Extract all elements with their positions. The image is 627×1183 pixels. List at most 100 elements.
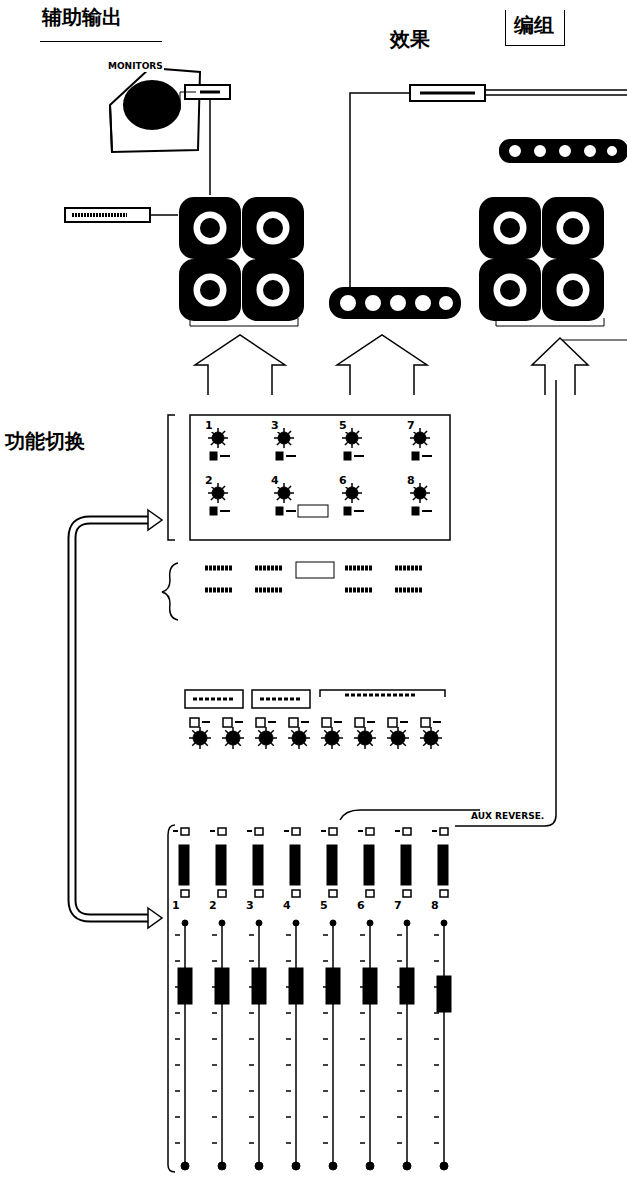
knob-tick (387, 737, 391, 739)
mark (395, 830, 400, 832)
knob-tick (419, 499, 421, 503)
button-symbol (421, 718, 430, 727)
meter-symbol (290, 845, 300, 885)
scale-tick (397, 1038, 402, 1040)
button-symbol (412, 452, 419, 460)
knob-tick (324, 743, 327, 746)
button-symbol (256, 718, 265, 727)
knob-symbol (259, 731, 273, 745)
channel-number: 7 (394, 900, 402, 912)
callout-number: 8 (407, 475, 415, 487)
knob-tick (288, 442, 291, 445)
scale-tick (323, 1038, 328, 1040)
scale-tick (286, 1064, 291, 1066)
scale-tick (434, 960, 439, 962)
scale-tick (360, 1012, 365, 1014)
knob-tick (410, 437, 414, 439)
mark (395, 588, 423, 593)
fader-track (221, 920, 223, 1165)
knob-tick (208, 437, 212, 439)
knob-tick (283, 444, 285, 448)
knob-tick (430, 745, 432, 749)
button-symbol (210, 452, 217, 460)
knob-tick (403, 730, 406, 733)
fader-end (181, 1162, 189, 1170)
knob-tick (277, 497, 280, 500)
knob-tick (436, 730, 439, 733)
channel-number: 4 (283, 900, 291, 912)
knob-symbol (414, 432, 426, 444)
knob-symbol (278, 432, 290, 444)
mark (358, 830, 363, 832)
mark (301, 721, 309, 723)
scale-tick (397, 1090, 402, 1092)
fader-end (367, 920, 373, 926)
scale-tick (249, 1090, 254, 1092)
channel-number: 8 (431, 900, 439, 912)
scale-tick (397, 1142, 402, 1144)
knob-symbol (346, 432, 358, 444)
knob-tick (345, 442, 348, 445)
knob-tick (351, 444, 353, 448)
scale-tick (397, 1064, 402, 1066)
scale-tick (175, 1064, 180, 1066)
scale-tick (212, 1038, 217, 1040)
knob-symbol (346, 487, 358, 499)
scale-tick (323, 1142, 328, 1144)
button-symbol (181, 828, 189, 835)
button-symbol (210, 507, 217, 515)
mark (395, 566, 423, 571)
fader-cap (400, 968, 414, 1004)
scale-tick (175, 960, 180, 962)
knob-tick (304, 743, 307, 746)
knob-tick (306, 737, 310, 739)
mark (286, 455, 296, 457)
scale-tick (434, 1038, 439, 1040)
scale-tick (175, 934, 180, 936)
knob-tick (288, 486, 291, 489)
scale-tick (323, 960, 328, 962)
scale-tick (175, 1090, 180, 1092)
knob-tick (222, 431, 225, 434)
knob-tick (283, 483, 285, 487)
group-heading-box: 编组 (505, 10, 565, 46)
knob-tick (258, 743, 261, 746)
scale-tick (212, 1064, 217, 1066)
heading-text: 辅助输出 (42, 4, 122, 31)
mark (334, 721, 342, 723)
knob-tick (258, 730, 261, 733)
knob-tick (397, 745, 399, 749)
channel-number: 5 (320, 900, 328, 912)
scale-tick (434, 1116, 439, 1118)
fader-end (330, 920, 336, 926)
knob-tick (413, 497, 416, 500)
fader-track (406, 920, 408, 1165)
knob-tick (217, 444, 219, 448)
knob-tick (419, 428, 421, 432)
mark (345, 566, 373, 571)
scale-tick (249, 1064, 254, 1066)
knob-tick (356, 431, 359, 434)
button-symbol (329, 890, 337, 897)
knob-tick (370, 730, 373, 733)
knob-tick (291, 730, 294, 733)
fader-end (292, 1162, 300, 1170)
knob-tick (192, 730, 195, 733)
knob-tick (356, 497, 359, 500)
scale-tick (212, 1012, 217, 1014)
meter-symbol (253, 845, 263, 885)
button-symbol (366, 890, 374, 897)
mark (205, 588, 233, 593)
mark (255, 566, 283, 571)
scale-tick (286, 1090, 291, 1092)
scale-tick (397, 934, 402, 936)
scale-tick (249, 1038, 254, 1040)
knob-tick (288, 737, 292, 739)
knob-tick (225, 743, 228, 746)
button-symbol (255, 890, 263, 897)
scale-tick (360, 1116, 365, 1118)
scale-tick (397, 1012, 402, 1014)
scale-tick (175, 1012, 180, 1014)
